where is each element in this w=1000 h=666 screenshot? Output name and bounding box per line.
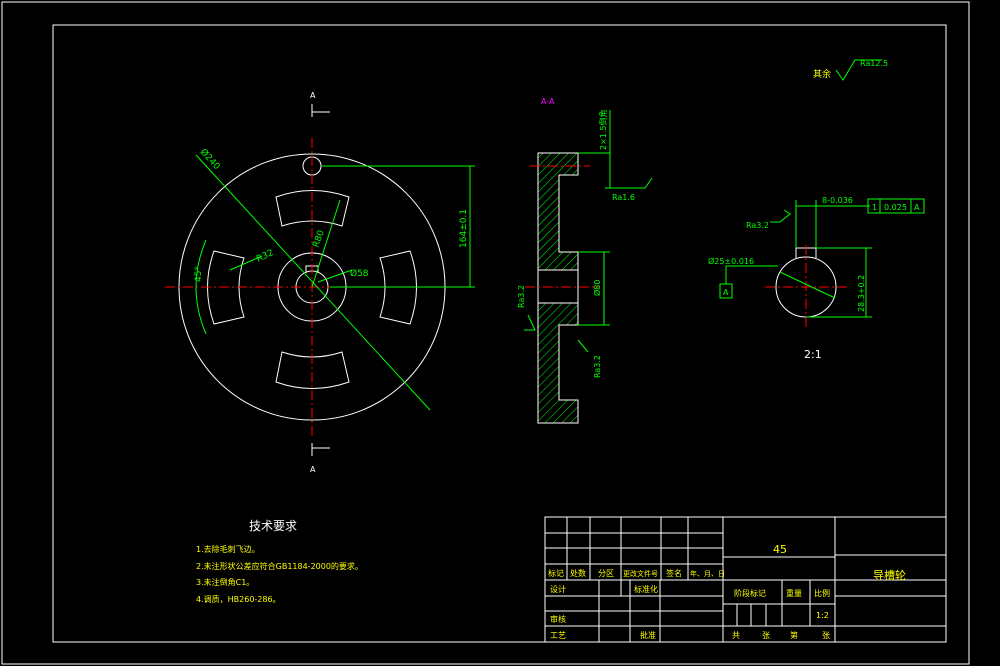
slot-leader — [229, 255, 263, 271]
tech-req-item-3: 3.未注倒角C1。 — [196, 577, 254, 587]
part-name: 导槽轮 — [873, 568, 906, 582]
tb-stage: 阶段标记 — [734, 588, 766, 598]
ra-mark-3 — [577, 339, 589, 353]
detail-ra-symbol — [770, 209, 791, 223]
tb-scale-value: 1:2 — [816, 611, 829, 620]
general-roughness-note: 其余 Ra12.5 — [813, 59, 888, 81]
tb-page-unit: 张 — [822, 631, 830, 640]
key-depth-dim: 28.3+0.2 — [857, 275, 866, 312]
dim-section-bore: Ø80 — [592, 280, 602, 296]
section-mark-bottom: A — [310, 465, 316, 474]
ra-mark-2 — [524, 314, 536, 331]
datum-box — [719, 283, 733, 299]
outer-sheet-border — [1, 1, 970, 665]
tb-page: 第 — [790, 630, 798, 640]
detail-bore-dim: Ø25±0.016 — [708, 256, 754, 266]
roughness-note-value: Ra12.5 — [860, 59, 888, 68]
section-ra-2: Ra3.2 — [517, 285, 526, 308]
section-ra-1: Ra1.6 — [612, 193, 635, 202]
slot-left — [207, 250, 245, 325]
detail-diameter-leader — [779, 271, 836, 299]
slot-top — [275, 190, 350, 227]
tb-date: 年、月、日 — [690, 569, 725, 578]
dim-height: 164±0.1 — [459, 209, 469, 248]
inner-drawing-frame — [52, 24, 947, 643]
tb-sign: 签名 — [666, 568, 682, 578]
tb-approve: 批准 — [640, 630, 656, 640]
tech-req-item-4: 4.调质，HB260-286。 — [196, 594, 281, 604]
tech-req-item-1: 1.去除毛刺飞边。 — [196, 544, 260, 554]
tolerance-value: 0.025 — [884, 203, 907, 212]
section-mark-top: A — [310, 91, 316, 100]
section-ra-3: Ra3.2 — [593, 355, 602, 378]
roughness-note-label: 其余 — [813, 68, 831, 80]
tolerance-frame — [867, 198, 925, 214]
tech-requirements: 技术要求 1.去除毛刺飞边。 2.未注形状公差应符合GB1184-2000的要求… — [196, 519, 363, 604]
roughness-symbol — [835, 59, 882, 81]
tb-total: 共 — [732, 631, 740, 640]
tech-req-item-2: 2.未注形状公差应符合GB1184-2000的要求。 — [196, 561, 363, 571]
tb-zone: 分区 — [598, 569, 614, 578]
dim-angle: 45° — [194, 266, 204, 282]
tb-mark: 标记 — [548, 568, 564, 578]
tb-weight: 重量 — [786, 588, 802, 598]
section-view: A-A — [524, 97, 653, 424]
dim-hub: Ø58 — [350, 268, 369, 279]
dim-chamfer: 2×1.5倒角 — [598, 109, 608, 150]
ra-mark-1 — [605, 177, 653, 189]
tb-count: 处数 — [570, 568, 586, 578]
section-view-labels: 2×1.5倒角 Ø80 Ra1.6 Ra3.2 Ra3.2 — [517, 109, 635, 378]
tb-standard: 标准化 — [634, 584, 658, 594]
tb-process: 工艺 — [550, 631, 566, 640]
section-title: A-A — [541, 97, 555, 106]
section-lower-body — [537, 302, 579, 424]
detail-ra: Ra3.2 — [746, 221, 769, 230]
key-width-dim-label: 8-0.036 — [822, 196, 853, 205]
pitch-leader — [311, 199, 341, 288]
front-view — [165, 104, 475, 456]
dim-pitch: R80 — [311, 229, 327, 249]
tb-doc: 更改文件号 — [623, 569, 658, 578]
detail-view-labels: Ra3.2 8-0.036 1 0.025 A Ø25±0.016 A 28.3… — [708, 196, 920, 361]
detail-view — [719, 198, 925, 330]
tolerance-datum: A — [914, 203, 920, 212]
title-block-text: 45 导槽轮 标记 处数 分区 更改文件号 签名 年、月、日 设计 标准化 阶段… — [548, 543, 906, 640]
front-view-labels: A A Ø240 164±0.1 R80 Ø58 R32 45° — [194, 91, 469, 474]
title-block — [544, 516, 947, 643]
material-label: 45 — [773, 543, 787, 556]
slot-right — [379, 250, 417, 325]
tech-req-title: 技术要求 — [249, 519, 297, 533]
tolerance-symbol: 1 — [872, 203, 877, 212]
tb-review: 审核 — [550, 614, 566, 624]
angle-arc — [195, 239, 207, 335]
hub-leader — [317, 269, 353, 283]
tb-scale: 比例 — [814, 588, 830, 598]
dim-outer-dia: Ø240 — [198, 147, 223, 173]
dim-slot: R32 — [255, 248, 275, 265]
tb-design: 设计 — [550, 584, 566, 594]
slot-bottom — [275, 351, 350, 389]
detail-scale: 2:1 — [804, 348, 822, 361]
tb-sheets: 张 — [762, 631, 770, 640]
section-upper-body — [537, 152, 579, 271]
datum-box-label: A — [723, 288, 729, 297]
